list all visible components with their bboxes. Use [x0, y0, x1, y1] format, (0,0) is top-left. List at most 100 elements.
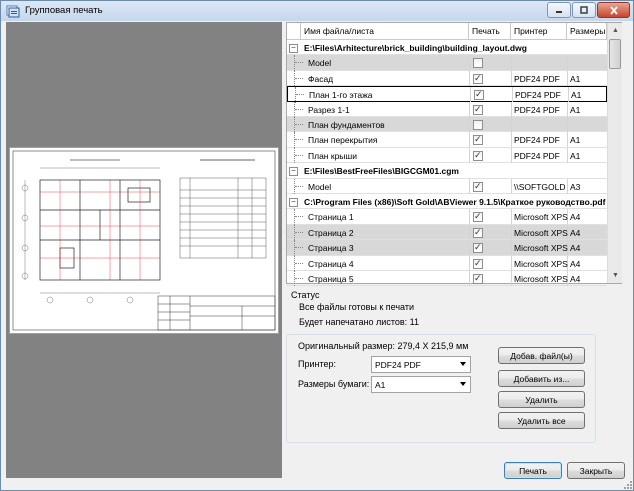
column-divider [469, 178, 470, 194]
status-title: Статус [291, 290, 320, 300]
add-from-button[interactable]: Добавить из... [498, 370, 585, 387]
print-checkbox[interactable] [473, 150, 483, 161]
column-divider [511, 178, 512, 194]
column-divider [469, 70, 470, 86]
sheet-name: Model [308, 58, 332, 69]
scroll-up-icon[interactable]: ▲ [612, 27, 619, 34]
print-checkbox[interactable] [474, 89, 484, 101]
column-divider [511, 132, 512, 148]
printer-select-value: PDF24 PDF [375, 360, 421, 370]
column-divider [469, 209, 470, 225]
grid-vertical-scrollbar[interactable]: ▲ ▼ [607, 23, 622, 283]
column-divider [567, 224, 568, 240]
sheet-name: План фундаментов [308, 120, 385, 130]
chevron-down-icon [460, 382, 466, 386]
print-checkbox[interactable] [473, 73, 483, 84]
original-size-label: Оригинальный размер: 279,4 X 215,9 мм [298, 341, 469, 351]
printer-label: Принтер: [298, 359, 337, 369]
tree-connector [296, 94, 304, 96]
tree-line [294, 55, 295, 71]
tree-connector [295, 62, 303, 64]
column-divider [567, 209, 568, 225]
print-checkbox[interactable] [473, 58, 483, 69]
print-checkbox[interactable] [473, 120, 483, 130]
preview-page-thumbnail [9, 147, 279, 334]
file-path: E:\Files\Arhitecture\brick_building\buil… [304, 43, 527, 53]
column-divider [511, 101, 512, 117]
resize-grip-icon[interactable] [621, 478, 633, 490]
remove-all-button[interactable]: Удалить все [498, 412, 585, 429]
tree-line [294, 132, 295, 148]
remove-button[interactable]: Удалить [498, 391, 585, 408]
print-checkbox[interactable] [473, 273, 483, 284]
file-row[interactable]: −E:\Files\BestFreeFiles\BIGCGM01.cgm [287, 163, 607, 179]
sheet-row[interactable]: Model [287, 55, 607, 71]
header-name[interactable]: Имя файла/листа [301, 23, 469, 40]
tree-connector [295, 77, 303, 79]
print-checkbox[interactable] [473, 104, 483, 115]
paper-size-select[interactable]: A1 [371, 376, 471, 393]
column-divider [567, 117, 568, 132]
collapse-icon[interactable]: − [289, 198, 298, 207]
tree-connector [295, 247, 303, 249]
tree-line [294, 271, 295, 287]
sheet-row[interactable]: План фундаментов [287, 117, 607, 133]
sheet-printer: PDF24 PDF [514, 135, 560, 146]
close-button[interactable]: Закрыть [567, 462, 625, 479]
tree-line [294, 147, 295, 164]
column-divider [567, 132, 568, 148]
sheet-name: Страница 2 [308, 227, 354, 238]
header-printer[interactable]: Принтер [511, 23, 567, 40]
print-button[interactable]: Печать [504, 462, 562, 479]
column-divider [567, 70, 568, 86]
sheet-size: A1 [570, 150, 581, 161]
header-tree-column [287, 23, 301, 40]
title-bar[interactable]: Групповая печать [1, 1, 633, 21]
sheet-name: Разрез 1-1 [308, 104, 350, 115]
print-checkbox[interactable] [473, 181, 483, 192]
column-divider [511, 147, 512, 163]
scrollbar-thumb[interactable] [609, 39, 621, 69]
tree-connector [295, 216, 303, 218]
sheet-printer: Microsoft XPS [514, 274, 568, 284]
maximize-icon [580, 6, 588, 14]
header-size[interactable]: Размеры [567, 23, 607, 40]
sheet-size: A4 [570, 258, 581, 269]
column-divider [567, 178, 568, 194]
sheet-size: A1 [570, 104, 581, 115]
print-checkbox[interactable] [473, 211, 483, 223]
collapse-icon[interactable]: − [289, 167, 298, 177]
column-divider [567, 147, 568, 163]
print-checkbox[interactable] [473, 242, 483, 254]
files-sheets-grid[interactable]: Имя файла/листа Печать Принтер Размеры −… [286, 22, 622, 287]
minimize-button[interactable] [547, 2, 571, 18]
collapse-icon[interactable]: − [289, 44, 298, 53]
print-checkbox[interactable] [473, 258, 483, 269]
column-divider [567, 271, 568, 286]
close-window-button[interactable] [597, 2, 630, 18]
print-checkbox[interactable] [473, 134, 483, 146]
maximize-button[interactable] [572, 2, 596, 18]
sheet-size [567, 117, 607, 132]
add-files-button[interactable]: Добав. файл(ы) [498, 347, 585, 364]
printer-select[interactable]: PDF24 PDF [371, 356, 471, 373]
tree-line [294, 117, 295, 133]
file-row[interactable]: −E:\Files\Arhitecture\brick_building\bui… [287, 40, 607, 56]
column-divider [511, 55, 512, 71]
print-checkbox[interactable] [473, 227, 483, 238]
tree-connector [295, 262, 303, 264]
header-print[interactable]: Печать [469, 23, 511, 40]
scroll-down-icon[interactable]: ▼ [612, 272, 619, 279]
file-row[interactable]: −C:\Program Files (x86)\Soft Gold\ABView… [287, 194, 607, 210]
